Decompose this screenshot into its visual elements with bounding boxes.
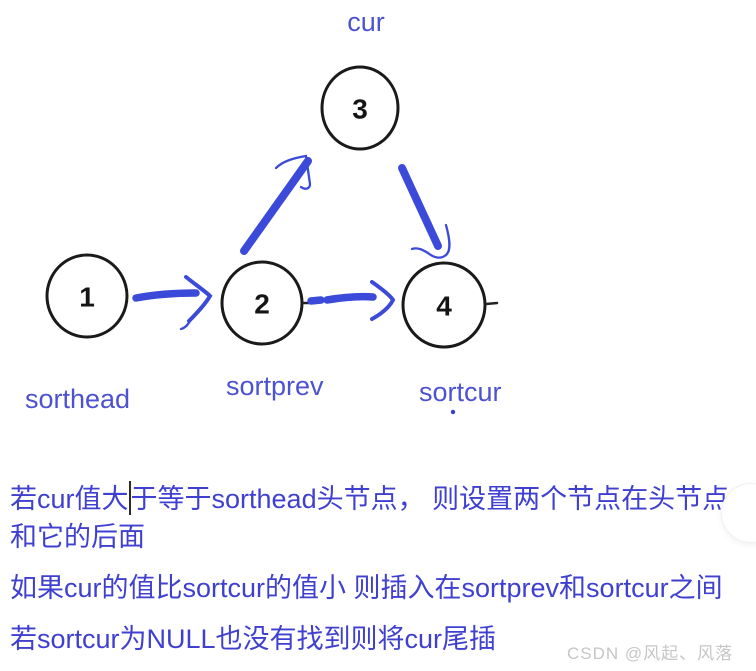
diagram-area: cur 3 1 2 4 (25, 7, 502, 415)
note-paragraph-2: 如果cur的值比sortcur的值小 则插入在sortprev和sortcur之… (10, 573, 723, 603)
note-paragraph-1: 若cur值大于等于sorthead头节点， 则设置两个节点在头节点 和它的后面 (10, 480, 756, 556)
arrow-1-to-2-head (184, 275, 213, 323)
pointer-label-sortprev: sortprev (226, 371, 324, 401)
linked-list-diagram: cur 3 1 2 4 (25, 7, 502, 415)
node-3: 3 (320, 65, 400, 151)
note-line1-before-caret: 若cur值大 (10, 484, 129, 514)
arrow-2-to-3-head (274, 154, 312, 190)
arrow-3-to-4-shaft (398, 164, 442, 250)
pointer-label-cur: cur (347, 7, 385, 37)
arrow-2-to-4-dash (307, 296, 325, 305)
node-2: 2 (220, 260, 304, 346)
csdn-watermark: CSDN @风起、风落 (567, 644, 734, 663)
arrow-3-to-4-head (410, 223, 451, 259)
node-4: 4 (401, 261, 487, 349)
node-1: 1 (45, 253, 129, 339)
arrow-2-to-3 (240, 154, 312, 255)
notes-text-area[interactable]: 若cur值大于等于sorthead头节点， 则设置两个节点在头节点 和它的后面 … (10, 480, 756, 671)
stray-ink-dot (450, 409, 456, 415)
pointer-label-sorthead: sorthead (25, 384, 130, 414)
node-3-circle (320, 65, 400, 151)
arrow-2-to-3-shaft (240, 157, 312, 255)
node-1-value: 1 (79, 282, 95, 313)
text-caret (128, 481, 131, 515)
node-4-circle (401, 261, 487, 349)
arrow-2-to-4-shaft (323, 292, 377, 304)
pointer-label-sortcur: sortcur (419, 377, 502, 407)
note-paragraph-3: 若sortcur为NULL也没有找到则将cur尾插 (10, 624, 497, 654)
note-line2: 和它的后面 (10, 522, 145, 552)
node-1-circle (45, 253, 129, 339)
node-2-value: 2 (254, 289, 270, 320)
arrow-2-to-4 (307, 280, 396, 321)
arrow-3-to-4 (398, 164, 451, 259)
arrow-2-to-4-head (370, 280, 396, 321)
node-4-value: 4 (436, 291, 452, 322)
node-4-next-stub (484, 301, 499, 306)
arrow-1-to-2 (132, 275, 213, 331)
arrow-1-to-2-tail (179, 317, 193, 331)
node-3-value: 3 (352, 94, 368, 125)
note-line1-after-caret: 于等于sorthead头节点， 则设置两个节点在头节点 (130, 484, 730, 514)
arrow-1-to-2-shaft (132, 289, 200, 302)
